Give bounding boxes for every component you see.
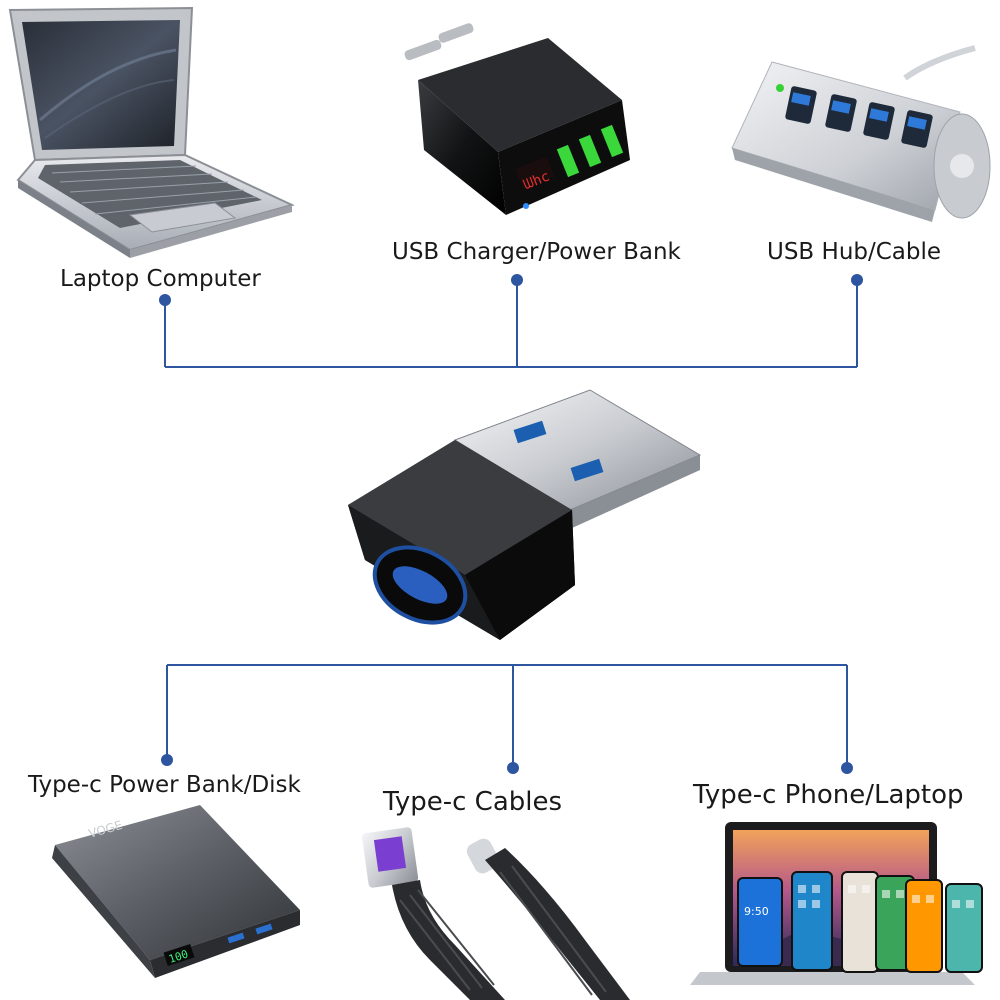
laptop-label: Laptop Computer — [60, 266, 261, 292]
laptop-connector-dot — [159, 294, 171, 306]
cables-image — [362, 827, 630, 1000]
phone-laptop-image: 9:50 — [690, 822, 983, 985]
power-bank-connector-dot — [161, 754, 173, 766]
adapter-image — [348, 389, 702, 640]
hub-image — [731, 45, 991, 222]
hub-label: USB Hub/Cable — [767, 239, 942, 265]
charger-image: ᗯhc — [404, 23, 630, 215]
hub-connector-dot — [851, 274, 863, 286]
laptop-image — [8, 6, 295, 258]
phone-laptop-label: Type-c Phone/Laptop — [693, 780, 964, 810]
power-bank-image: VOGE 100 — [52, 805, 300, 978]
cables-label: Type-c Cables — [383, 787, 563, 817]
phone-clock: 9:50 — [744, 905, 769, 918]
power-bank-display: 100 — [167, 948, 190, 967]
power-bank-label: Type-c Power Bank/Disk — [28, 772, 301, 798]
charger-connector-dot — [511, 274, 523, 286]
phone-connector-dot — [841, 762, 853, 774]
cables-connector-dot — [507, 762, 519, 774]
charger-label: USB Charger/Power Bank — [392, 239, 681, 265]
